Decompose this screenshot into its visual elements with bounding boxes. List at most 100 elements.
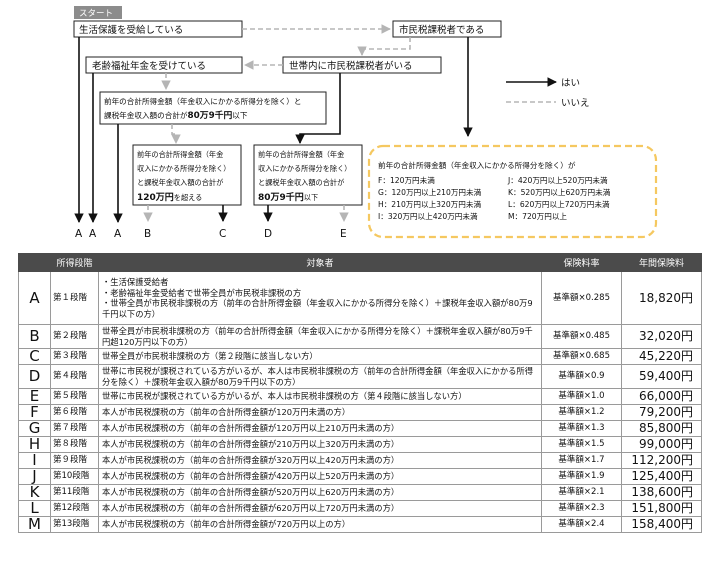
- leaf-c: C: [219, 228, 226, 240]
- question-sub2-line1: 前年の合計所得金額（年金: [258, 150, 344, 159]
- legend-no: いいえ: [561, 98, 590, 109]
- arrow-household-yes: [295, 73, 341, 144]
- question-sub1-line1: 前年の合計所得金額（年金: [137, 150, 223, 159]
- row-rate: 基準額×1.5: [541, 436, 622, 453]
- row-code: K: [18, 484, 51, 501]
- row-description: 本人が市民税課税の方（前年の合計所得金額が720万円以上の方）: [98, 516, 542, 533]
- row-amount: 151,800円: [621, 500, 702, 517]
- legend-yes: はい: [561, 78, 580, 89]
- income-bracket-m: M：720万円以上: [508, 212, 567, 221]
- row-description-line: ・老齢福祉年金受給者で世帯全員が市民税非課税の方: [102, 287, 302, 298]
- question-sub2-line2: 収入にかかる所得分を除く）: [258, 164, 351, 173]
- table-row: H 第８段階 本人が市民税課税の方（前年の合計所得金額が210万円以上320万円…: [18, 436, 702, 453]
- row-rate: 基準額×1.0: [541, 388, 622, 405]
- row-stage: 第９段階: [50, 452, 99, 469]
- income-bracket-l: L：620万円以上720万円未満: [508, 199, 610, 209]
- income-bracket-box: [367, 144, 658, 239]
- row-description: 本人が市民税課税の方（前年の合計所得金額が620万円以上720万円未満の方）: [98, 500, 542, 517]
- row-description: 本人が市民税課税の方（前年の合計所得金額が320万円以上420万円未満の方）: [98, 452, 542, 469]
- income-bracket-h: H：210万円以上320万円未満: [378, 199, 481, 209]
- income-bracket-k: K：520万円以上620万円未満: [508, 187, 611, 197]
- row-stage: 第10段階: [50, 468, 99, 485]
- row-description: 本人が市民税課税の方（前年の合計所得金額が120万円未満の方）: [98, 404, 542, 421]
- row-amount: 45,220円: [621, 348, 702, 365]
- row-description-line: ・生活保護受給者: [102, 277, 169, 287]
- question-household: 世帯内に市民税課税者がいる: [289, 60, 413, 72]
- table-row: E 第５段階 世帯に市民税が課税されている方がいるが、本人は市民税非課税の方（第…: [18, 388, 702, 405]
- row-rate: 基準額×0.285: [541, 271, 622, 325]
- leaf-e: E: [340, 228, 347, 240]
- row-stage: 第４段階: [50, 364, 99, 389]
- row-stage: 第５段階: [50, 388, 99, 405]
- row-rate: 基準額×1.9: [541, 468, 622, 485]
- question-welfare: 生活保護を受給している: [79, 24, 183, 36]
- leaf-a3: A: [114, 228, 122, 240]
- leaf-a1: A: [75, 228, 83, 240]
- question-tax-box: [392, 20, 502, 38]
- row-rate: 基準額×0.9: [541, 364, 622, 389]
- table-row: D 第４段階 世帯に市民税が課税されている方がいるが、本人は市民税非課税の方（前…: [18, 364, 702, 389]
- header-code: [18, 253, 51, 272]
- header-rate: 保険料率: [541, 253, 622, 272]
- row-stage: 第２段階: [50, 324, 99, 349]
- table-row: A 第１段階 ・生活保護受給者 ・老齢福祉年金受給者で世帯全員が市民税非課税の方…: [18, 271, 702, 325]
- row-code: H: [18, 436, 51, 453]
- start-label: スタート: [79, 9, 113, 19]
- row-description: 本人が市民税課税の方（前年の合計所得金額が420万円以上520万円未満の方）: [98, 468, 542, 485]
- row-stage: 第12段階: [50, 500, 99, 517]
- row-amount: 85,800円: [621, 420, 702, 437]
- question-sub2-line4: 80万9千円以下: [258, 191, 318, 203]
- question-sub1-box: [132, 144, 242, 206]
- row-code: B: [18, 324, 51, 349]
- table-row: G 第７段階 本人が市民税課税の方（前年の合計所得金額が120万円以上210万円…: [18, 420, 702, 437]
- row-description-line: ・世帯全員が市民税非課税の方（前年の合計所得金額（年金収入にかかる所得分を除く）…: [102, 298, 533, 319]
- row-stage: 第13段階: [50, 516, 99, 533]
- row-description: 世帯に市民税が課税されている方がいるが、本人は市民税非課税の方（前年の合計所得金…: [98, 364, 542, 389]
- row-code: F: [18, 404, 51, 421]
- row-description: 本人が市民税課税の方（前年の合計所得金額が210万円以上320万円未満の方）: [98, 436, 542, 453]
- row-rate: 基準額×2.3: [541, 500, 622, 517]
- row-amount: 138,600円: [621, 484, 702, 501]
- row-amount: 18,820円: [621, 271, 702, 325]
- arrow-income-no: [171, 124, 181, 144]
- row-description: 世帯全員が市民税非課税の方（前年の合計所得金額（年金収入にかかる所得分を除く）＋…: [98, 324, 542, 349]
- leaf-b: B: [144, 228, 151, 240]
- header-stage: 所得段階: [50, 253, 99, 272]
- header-target: 対象者: [98, 253, 542, 272]
- table-row: M 第13段階 本人が市民税課税の方（前年の合計所得金額が720万円以上の方） …: [18, 516, 702, 533]
- row-stage: 第７段階: [50, 420, 99, 437]
- question-income-line1: 前年の合計所得金額（年金収入にかかる所得分を除く）と: [104, 96, 301, 106]
- row-code: A: [18, 271, 51, 325]
- row-code: L: [18, 500, 51, 517]
- row-amount: 66,000円: [621, 388, 702, 405]
- row-amount: 158,400円: [621, 516, 702, 533]
- row-description: ・生活保護受給者 ・老齢福祉年金受給者で世帯全員が市民税非課税の方 ・世帯全員が…: [98, 271, 542, 325]
- row-stage: 第３段階: [50, 348, 99, 365]
- table-row: I 第９段階 本人が市民税課税の方（前年の合計所得金額が320万円以上420万円…: [18, 452, 702, 469]
- row-description: 世帯全員が市民税非課税の方（第２段階に該当しない方）: [98, 348, 542, 365]
- row-rate: 基準額×0.685: [541, 348, 622, 365]
- question-sub1-line2: 収入にかかる所得分を除く）: [137, 164, 230, 173]
- premium-table: 所得段階 対象者 保険料率 年間保険料 A 第１段階 ・生活保護受給者 ・老齢福…: [18, 253, 702, 533]
- row-amount: 32,020円: [621, 324, 702, 349]
- row-amount: 125,400円: [621, 468, 702, 485]
- question-sub2-line3: と課税年金収入額の合計が: [258, 178, 344, 187]
- question-sub1-line4: 120万円を超える: [137, 192, 202, 203]
- question-income-box: [99, 91, 327, 125]
- row-amount: 59,400円: [621, 364, 702, 389]
- table-row: K 第11段階 本人が市民税課税の方（前年の合計所得金額が520万円以上620万…: [18, 484, 702, 501]
- leaf-a2: A: [89, 228, 97, 240]
- table-row: B 第２段階 世帯全員が市民税非課税の方（前年の合計所得金額（年金収入にかかる所…: [18, 324, 702, 349]
- income-bracket-j: J：420万円以上520万円未満: [507, 175, 608, 185]
- table-row: L 第12段階 本人が市民税課税の方（前年の合計所得金額が620万円以上720万…: [18, 500, 702, 517]
- row-stage: 第８段階: [50, 436, 99, 453]
- start-badge: [74, 6, 122, 19]
- row-rate: 基準額×1.7: [541, 452, 622, 469]
- row-code: D: [18, 364, 51, 389]
- row-description: 本人が市民税課税の方（前年の合計所得金額が120万円以上210万円未満の方）: [98, 420, 542, 437]
- row-rate: 基準額×2.1: [541, 484, 622, 501]
- row-code: G: [18, 420, 51, 437]
- question-tax: 市民税課税者である: [399, 24, 484, 36]
- table-header-row: 所得段階 対象者 保険料率 年間保険料: [18, 253, 702, 272]
- income-bracket-title: 前年の合計所得金額（年金収入にかかる所得分を除く）が: [378, 160, 576, 170]
